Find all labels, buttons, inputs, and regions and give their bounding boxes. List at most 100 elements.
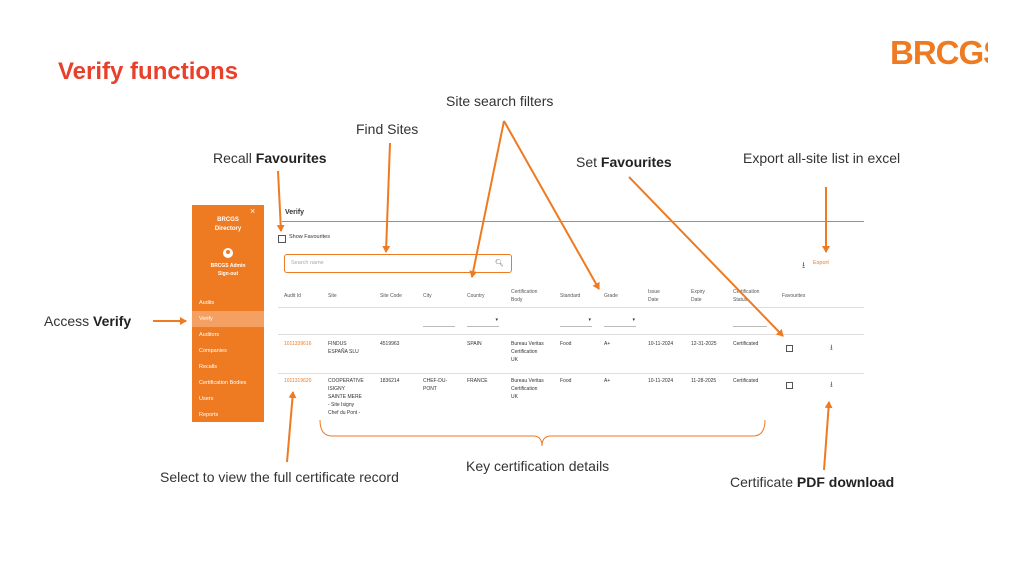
arrow-set-favourites <box>628 176 784 337</box>
search-input[interactable]: Search name 🔍︎ <box>284 254 512 273</box>
col-issue-line2: Date <box>648 297 659 303</box>
site-line: - Site Isigny <box>328 402 355 408</box>
user-avatar-icon <box>223 248 233 258</box>
sidebar-item-auditors[interactable]: Auditors <box>199 332 220 338</box>
city-filter[interactable] <box>423 320 455 327</box>
callout-set-bold: Favourites <box>600 154 672 170</box>
col-country: Country <box>467 293 485 299</box>
sidebar-close-icon[interactable]: × <box>250 206 256 216</box>
col-standard: Standard <box>560 293 581 299</box>
callout-pdf-prefix: Certificate <box>730 474 797 490</box>
col-expiry-line2: Date <box>691 297 702 303</box>
table-cell-status: Certificated <box>733 341 759 347</box>
sidebar-brand-line2: Directory <box>214 226 242 232</box>
body-line: Bureau Veritas <box>511 341 544 347</box>
title-divider <box>282 221 864 222</box>
table-cell-country: FRANCE <box>467 378 488 384</box>
col-site-code: Site Code <box>380 293 402 299</box>
callout-pdf-bold: PDF download <box>796 474 895 490</box>
callout-export-excel: Export all-site list in excel <box>743 150 901 166</box>
verify-main-panel: Verify Show Favourites Search name 🔍︎ ⭳ … <box>264 205 864 422</box>
table-cell-expiry-date: 12-31-2025 <box>691 341 717 347</box>
arrow-site-search-grade <box>503 120 600 290</box>
body-line: Certification <box>511 386 538 392</box>
show-favourites-checkbox[interactable] <box>278 235 286 243</box>
col-issue-line1: Issue <box>648 289 660 295</box>
table-cell-site-code: 1836214 <box>380 378 400 384</box>
show-favourites-label: Show Favourites <box>289 234 330 240</box>
pdf-download-icon[interactable]: ⭳ <box>830 380 833 389</box>
table-cell-site: COOPERATIVE ISIGNY SAINTE MERE - Site Is… <box>328 377 364 417</box>
col-issue-date: Issue Date <box>648 288 660 304</box>
sidebar-item-users[interactable]: Users <box>199 396 214 402</box>
favourite-checkbox[interactable] <box>786 382 793 389</box>
sidebar-item-companies[interactable]: Companies <box>199 348 227 354</box>
body-line: UK <box>511 357 518 363</box>
site-line: Chef du Pont - <box>328 410 361 416</box>
sidebar-brand: BRCGS Directory <box>192 216 264 234</box>
filter-divider <box>278 334 864 335</box>
audit-id-link[interactable]: 1011339616 <box>284 341 312 347</box>
callout-set-favourites: Set Favourites <box>576 154 672 170</box>
table-cell-grade: A+ <box>604 341 611 347</box>
table-cell-country: SPAIN <box>467 341 482 347</box>
sidebar-item-audits[interactable]: Audits <box>199 300 215 306</box>
download-icon[interactable]: ⭳ <box>802 260 806 270</box>
grade-filter[interactable]: ▾ <box>604 317 636 327</box>
col-site: Site <box>328 293 337 299</box>
col-certification-body: Certification Body <box>511 288 537 304</box>
audit-id-link[interactable]: 1011319620 <box>284 378 312 384</box>
callout-key-details: Key certification details <box>466 458 610 474</box>
col-status-line2: Status <box>733 297 748 303</box>
sidebar-item-recalls[interactable]: Recalls <box>199 364 218 370</box>
table-cell-grade: A+ <box>604 378 611 384</box>
col-certification-status: Certification Status <box>733 288 759 304</box>
table-cell-certification-body: Bureau Veritas Certification UK <box>511 340 544 364</box>
table-cell-expiry-date: 11-28-2025 <box>691 378 717 384</box>
table-cell-certification-body: Bureau Veritas Certification UK <box>511 377 544 401</box>
arrow-recall-favourites <box>276 170 285 232</box>
sidebar-item-certification-bodies[interactable]: Certification Bodies <box>199 380 247 386</box>
logo-text: BRCGS <box>890 34 988 71</box>
callout-site-search-filters: Site search filters <box>446 93 554 109</box>
favourite-checkbox[interactable] <box>786 345 793 352</box>
callout-set-prefix: Set <box>576 154 601 170</box>
country-filter[interactable]: ▾ <box>467 317 499 327</box>
table-cell-status: Certificated <box>733 378 759 384</box>
standard-filter[interactable]: ▾ <box>560 317 592 327</box>
header-divider <box>278 307 864 308</box>
city-line: PONT <box>423 386 437 392</box>
table-cell-site: FINDUS ESPAÑA SLU <box>328 340 359 356</box>
site-line: SAINTE MERE <box>328 394 362 400</box>
export-button[interactable]: Export <box>813 260 829 266</box>
table-cell-issue-date: 10-11-2024 <box>648 378 674 384</box>
chevron-down-icon: ▾ <box>495 317 498 323</box>
site-line: COOPERATIVE <box>328 378 364 384</box>
sidebar: × BRCGS Directory BRCGS Admin Sign-out A… <box>192 205 264 422</box>
callout-recall-favourites: Recall Favourites <box>213 150 327 166</box>
sidebar-item-verify[interactable]: Verify <box>192 311 264 327</box>
callout-select-record: Select to view the full certificate reco… <box>160 469 399 485</box>
search-icon[interactable]: 🔍︎ <box>495 260 504 267</box>
col-audit-id: Audit Id <box>284 293 301 299</box>
body-line: Bureau Veritas <box>511 378 544 384</box>
key-details-bracket <box>319 419 766 447</box>
arrow-find-sites <box>382 142 391 253</box>
callout-recall-prefix: Recall <box>213 150 256 166</box>
table-cell-standard: Food <box>560 341 572 347</box>
brcgs-logo: BRCGS <box>888 32 1005 72</box>
pdf-download-icon[interactable]: ⭳ <box>830 343 833 352</box>
sidebar-brand-line1: BRCGS <box>217 217 239 223</box>
table-cell-issue-date: 10-11-2024 <box>648 341 674 347</box>
table-cell-city: CHEF-DU- PONT <box>423 377 447 393</box>
status-filter[interactable] <box>733 320 767 327</box>
verify-app-screenshot: × BRCGS Directory BRCGS Admin Sign-out A… <box>192 205 864 422</box>
callout-recall-bold: Favourites <box>255 150 327 166</box>
sidebar-item-reports[interactable]: Reports <box>199 412 219 418</box>
search-placeholder: Search name <box>291 260 324 266</box>
row-divider <box>278 373 864 374</box>
callout-pdf-download: Certificate PDF download <box>730 474 894 490</box>
sidebar-sign-out[interactable]: Sign-out <box>217 271 239 277</box>
sidebar-user-name: BRCGS Admin <box>210 263 246 269</box>
